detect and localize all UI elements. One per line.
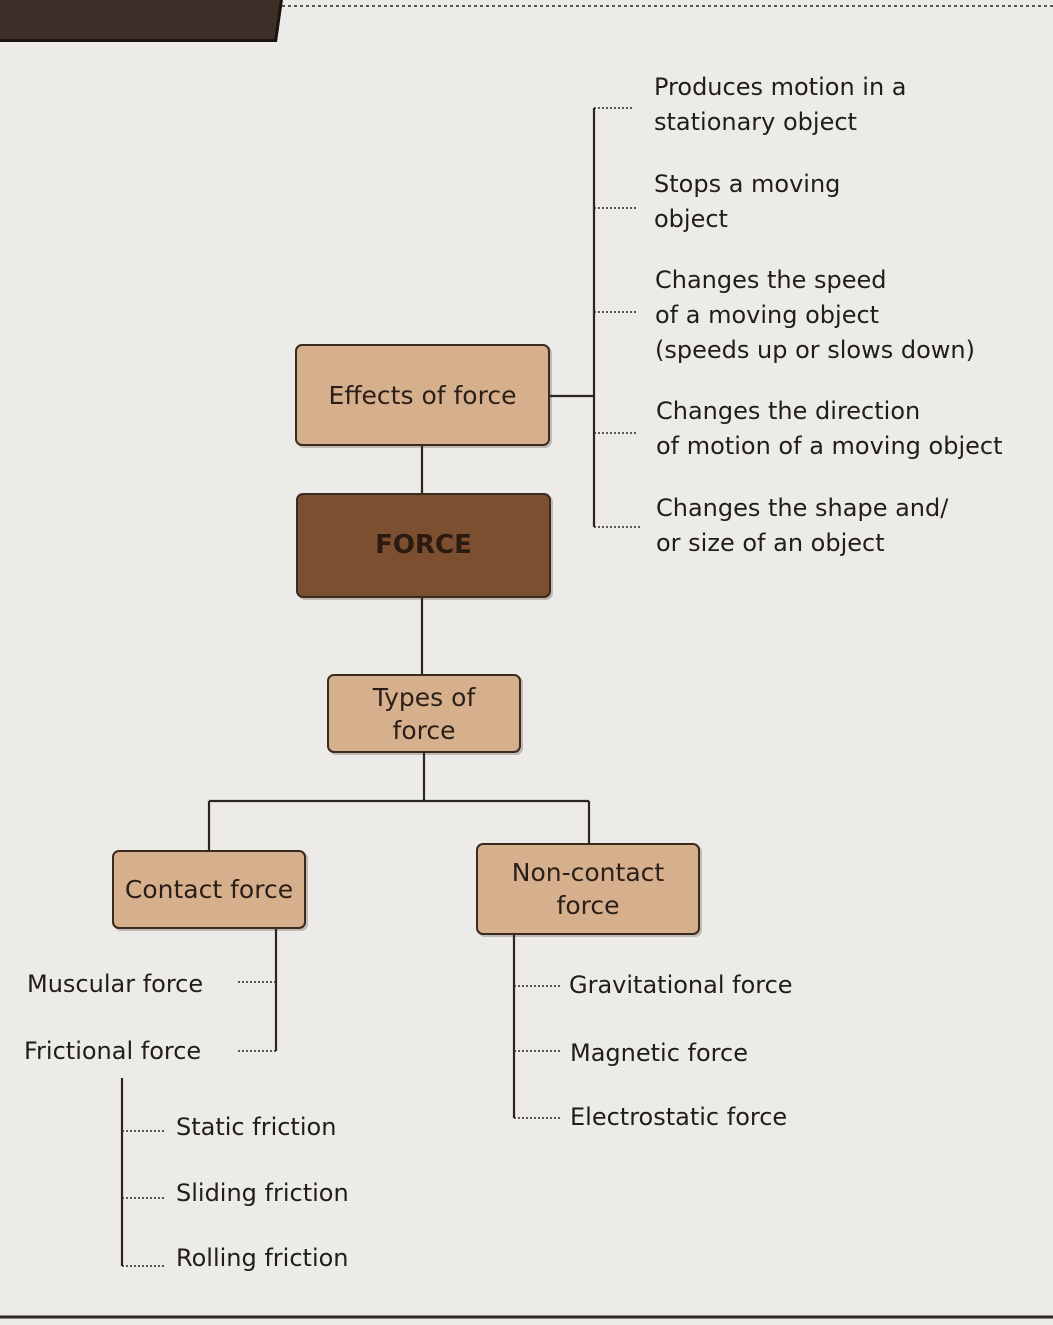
types-of-force-label-2: force [392, 715, 456, 745]
types-of-force-label-1: Types of [372, 682, 476, 712]
contact-item-muscular: Muscular force [27, 970, 204, 998]
friction-item-rolling: Rolling friction [176, 1244, 349, 1272]
effect-item-5: Changes the shape and/ or size of an obj… [656, 491, 948, 561]
effect-item-1-line-1: Produces motion in a [654, 73, 907, 101]
noncontact-item-electrostatic: Electrostatic force [570, 1103, 788, 1131]
effect-item-4-line-1: Changes the direction [656, 397, 921, 425]
effect-item-3-line-2: of a moving object [655, 300, 880, 329]
effects-of-force-label: Effects of force [328, 380, 517, 410]
friction-item-sliding: Sliding friction [176, 1179, 349, 1207]
non-contact-force-label-1: Non-contact [511, 858, 665, 887]
effect-item-2-line-2: object [654, 204, 728, 233]
effect-item-3-line-1: Changes the speed [655, 266, 887, 294]
contact-force-box: Contact force [112, 850, 306, 929]
force-label: FORCE [375, 530, 472, 561]
header-tag [0, 0, 288, 42]
non-contact-force-label-2: force [556, 891, 620, 920]
noncontact-item-gravitational: Gravitational force [569, 971, 793, 999]
force-box: FORCE [296, 493, 551, 598]
effect-item-5-line-2: or size of an object [656, 528, 885, 557]
effects-of-force-box: Effects of force [295, 344, 550, 446]
friction-item-static: Static friction [176, 1113, 337, 1141]
effect-item-1-line-2: stationary object [654, 107, 857, 136]
contact-force-label: Contact force [124, 875, 294, 904]
effect-item-2-line-1: Stops a moving [654, 170, 841, 198]
contact-item-frictional: Frictional force [24, 1037, 202, 1065]
effect-item-2: Stops a moving object [654, 167, 840, 237]
effect-item-1: Produces motion in a stationary object [654, 70, 907, 140]
non-contact-force-box: Non-contact force [476, 843, 700, 935]
noncontact-item-magnetic: Magnetic force [570, 1039, 748, 1067]
effect-item-5-line-1: Changes the shape and/ [656, 494, 949, 522]
effect-item-3-line-3: (speeds up or slows down) [655, 335, 975, 364]
effect-item-3: Changes the speed of a moving object (sp… [655, 263, 975, 367]
effect-item-4: Changes the direction of motion of a mov… [656, 394, 1003, 464]
types-of-force-box: Types of force [327, 674, 521, 753]
effect-item-4-line-2: of motion of a moving object [656, 431, 1003, 460]
